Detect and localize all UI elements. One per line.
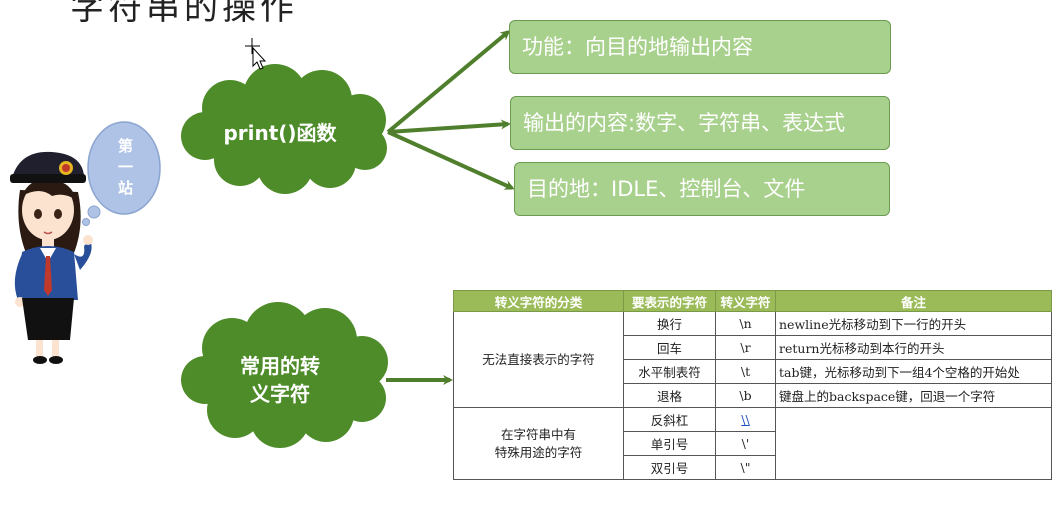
escape-table: 转义字符的分类 要表示的字符 转义字符 备注 无法直接表示的字符 换行 \n n…	[453, 290, 1052, 480]
destination-text: 目的地：IDLE、控制台、文件	[527, 177, 806, 201]
cell-char: 单引号	[623, 431, 716, 456]
cell-char: 换行	[623, 311, 716, 336]
cell-note: newline光标移动到下一行的开头	[775, 311, 1052, 336]
cell-char: 双引号	[623, 455, 716, 480]
table-row: 无法直接表示的字符 换行 \n newline光标移动到下一行的开头	[453, 311, 1052, 408]
arrow-to-content	[387, 119, 511, 134]
function-text: 功能：向目的地输出内容	[522, 35, 753, 59]
header-escape: 转义字符	[715, 290, 776, 312]
cell-char: 水平制表符	[623, 359, 716, 384]
cell-escape: \n	[715, 311, 776, 336]
table-row: 水平制表符 \t tab键，光标移动到下一组4个空格的开始处	[454, 359, 1052, 384]
content-box: 输出的内容:数字、字符串、表达式	[510, 96, 890, 150]
table-row: 双引号 \"	[454, 455, 1052, 480]
escape-cloud-label: 常用的转 义字符	[210, 352, 350, 408]
escape-cloud-label-line2: 义字符	[250, 382, 310, 406]
table-header-row: 转义字符的分类 要表示的字符 转义字符 备注	[453, 290, 1052, 312]
cell-char: 回车	[623, 335, 716, 360]
arrow-to-function	[386, 30, 511, 134]
mascot-conductor	[10, 151, 93, 364]
table-row: 在字符串中有 特殊用途的字符 反斜杠 \\	[453, 407, 1052, 480]
print-arrows	[386, 30, 515, 190]
bubble-label: 第一站	[116, 137, 134, 201]
cell-escape[interactable]: \\	[715, 407, 776, 432]
print-cloud-label: print()函数	[223, 121, 337, 145]
cell-escape: \r	[715, 335, 776, 360]
escape-cloud-label-line1: 常用的转	[240, 354, 320, 378]
cell-char: 反斜杠	[623, 407, 716, 432]
thought-bubble	[82, 121, 161, 226]
category-special-line2: 特殊用途的字符	[494, 444, 583, 460]
table-row: 退格 \b 键盘上的backspace键，回退一个字符	[454, 383, 1052, 408]
page-title: 字符串的操作	[70, 0, 298, 28]
table-row: 回车 \r return光标移动到本行的开头	[454, 335, 1052, 360]
destination-box: 目的地：IDLE、控制台、文件	[514, 162, 890, 216]
cell-note-empty	[775, 407, 1052, 480]
cell-escape: \"	[715, 455, 776, 480]
content-text: 输出的内容:数字、字符串、表达式	[523, 111, 846, 135]
header-note: 备注	[775, 290, 1052, 312]
escape-cloud	[181, 302, 388, 448]
header-category: 转义字符的分类	[453, 290, 624, 312]
cell-note: tab键，光标移动到下一组4个空格的开始处	[775, 359, 1052, 384]
cell-note: 键盘上的backspace键，回退一个字符	[775, 383, 1052, 408]
cell-char: 退格	[623, 383, 716, 408]
cell-escape: \'	[715, 431, 776, 456]
category-unrepresentable: 无法直接表示的字符	[453, 311, 624, 408]
category-special-use: 在字符串中有 特殊用途的字符	[453, 407, 624, 480]
cell-escape: \t	[715, 359, 776, 384]
function-box: 功能：向目的地输出内容	[509, 20, 891, 74]
cell-escape: \b	[715, 383, 776, 408]
cell-note: return光标移动到本行的开头	[775, 335, 1052, 360]
backslash-link[interactable]: \\	[741, 412, 750, 427]
mouse-cursor-icon	[245, 38, 267, 70]
arrow-to-destination	[387, 130, 515, 190]
header-char: 要表示的字符	[623, 290, 716, 312]
category-special-line1: 在字符串中有	[500, 426, 576, 442]
print-cloud	[181, 64, 387, 194]
